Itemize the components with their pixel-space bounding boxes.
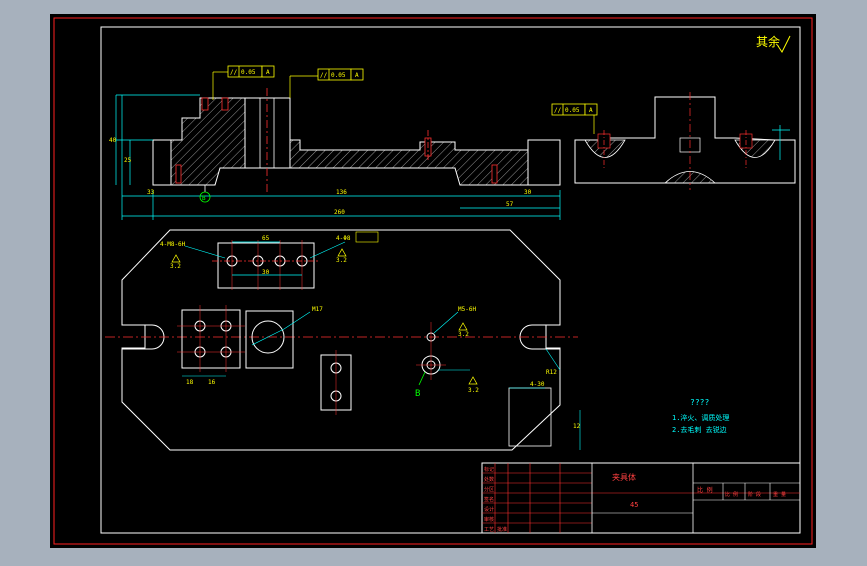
datum-b-arrow-icon bbox=[418, 371, 426, 386]
tap-hole-left-1 bbox=[201, 97, 209, 111]
title-part-name: 夹具体 bbox=[612, 472, 636, 482]
title-block-frame bbox=[481, 462, 801, 534]
dim-18: 18 bbox=[186, 379, 194, 386]
svg-text:A: A bbox=[355, 72, 359, 79]
hole-note-box bbox=[355, 231, 379, 243]
dim-h-left: 40 bbox=[109, 137, 117, 144]
dim-w-right: 30 bbox=[524, 189, 532, 196]
hole-plate-top bbox=[217, 242, 315, 289]
svg-text:0.05: 0.05 bbox=[565, 107, 580, 114]
ra-1: 3.2 bbox=[170, 263, 181, 270]
tb-label: 审核 bbox=[484, 516, 494, 523]
ra-icon bbox=[468, 376, 478, 385]
sheet-frame bbox=[100, 26, 801, 534]
svg-text://: // bbox=[320, 72, 328, 79]
pin-hole-left bbox=[175, 164, 182, 184]
ra-icon bbox=[337, 248, 347, 257]
right-end-block bbox=[527, 139, 561, 186]
dim-w-mid: 136 bbox=[336, 189, 347, 196]
tb-label: 签名 bbox=[484, 496, 494, 503]
tech-notes: ???? 1.淬火、调质处理 2.去毛刺 去锐边 bbox=[672, 398, 729, 434]
notes-heading: ???? bbox=[690, 398, 709, 407]
rough-symbol-icon bbox=[777, 35, 791, 53]
ra-icon bbox=[458, 322, 468, 331]
hole-note-1: 4-M8-6H bbox=[160, 241, 186, 248]
gdt-frame-side: // 0.05 A bbox=[551, 103, 598, 134]
side-view: // 0.05 A bbox=[551, 92, 796, 190]
left-end-block bbox=[152, 139, 172, 186]
svg-text://: // bbox=[554, 107, 562, 114]
tb-label: 标记 bbox=[484, 466, 494, 473]
title-block: 夹具体 45 比 例 标记 处数 分区 签名 设计 审核 工艺 批准 阶 段 重… bbox=[481, 462, 801, 534]
notes-line-1: 1.淬火、调质处理 bbox=[672, 413, 729, 422]
svg-text:A: A bbox=[589, 107, 593, 114]
pin-hole-right bbox=[491, 164, 498, 184]
svg-text:0.05: 0.05 bbox=[331, 72, 346, 79]
tb-right-label: 重 量 bbox=[773, 491, 786, 498]
tb-label: 分区 bbox=[484, 486, 494, 493]
tb-right-label: 阶 段 bbox=[748, 491, 761, 498]
datum-circle bbox=[199, 191, 211, 203]
ra-icon bbox=[171, 254, 181, 263]
svg-text://: // bbox=[230, 69, 238, 76]
tb-right-label: 比 例 bbox=[725, 491, 738, 498]
datum-b: B bbox=[415, 389, 420, 399]
notes-line-2: 2.去毛刺 去锐边 bbox=[672, 425, 727, 434]
dim-30: 30 bbox=[262, 269, 270, 276]
center-bore bbox=[244, 97, 291, 171]
dim-w-total: 260 bbox=[334, 209, 345, 216]
gdt-frame-2: // 0.05 A bbox=[289, 68, 364, 98]
gdt-frame-1: // 0.05 A bbox=[212, 65, 275, 100]
tb-label: 批准 bbox=[497, 526, 507, 533]
sheet-border-outer bbox=[53, 17, 813, 545]
top-view: 65 30 4-M8-6H 3.2 4-Φ8 3.2 18 16 M17 bbox=[105, 229, 581, 451]
hole-note-2: 4-Φ8 bbox=[336, 235, 351, 242]
datum-label: B bbox=[202, 195, 206, 202]
leader-m5 bbox=[433, 311, 459, 334]
leader-1 bbox=[184, 245, 226, 259]
center-hole bbox=[251, 320, 285, 354]
ext-line bbox=[545, 348, 561, 371]
title-scale-label: 比 例 bbox=[697, 486, 713, 494]
dim-45: 4-30 bbox=[530, 381, 545, 388]
leader-m17-b bbox=[283, 311, 311, 330]
dim-65: 65 bbox=[262, 235, 270, 242]
dim-h-step: 25 bbox=[124, 157, 132, 164]
dim-16: 16 bbox=[208, 379, 216, 386]
rough-note: 其余 bbox=[756, 34, 780, 49]
ra-2: 3.2 bbox=[336, 257, 347, 264]
svg-text:0.05: 0.05 bbox=[241, 69, 256, 76]
tap-hole-left-2 bbox=[221, 97, 229, 111]
dim-m5: M5-6H bbox=[458, 306, 476, 313]
dim-w-right2: 57 bbox=[506, 201, 514, 208]
dim-m17: M17 bbox=[312, 306, 323, 313]
tb-label: 处数 bbox=[484, 476, 494, 483]
ra-4: 3.2 bbox=[468, 387, 479, 394]
dim-r: R12 bbox=[546, 369, 557, 376]
dim-w-left: 33 bbox=[147, 189, 155, 196]
tb-label: 设计 bbox=[484, 506, 494, 513]
title-material: 45 bbox=[630, 501, 638, 509]
side-cup-left bbox=[584, 139, 626, 158]
svg-text:A: A bbox=[266, 69, 270, 76]
hole-block-left bbox=[181, 309, 241, 369]
dim-12: 12 bbox=[573, 423, 581, 430]
front-view: 33 136 30 57 260 40 25 // 0.05 A // 0.05… bbox=[109, 65, 561, 220]
ra-3: 3.2 bbox=[458, 331, 469, 338]
tb-label: 工艺 bbox=[484, 527, 494, 533]
center-block bbox=[245, 310, 294, 369]
leader-2 bbox=[309, 241, 346, 259]
leader-m17 bbox=[251, 328, 285, 346]
bottom-recess bbox=[214, 167, 461, 186]
